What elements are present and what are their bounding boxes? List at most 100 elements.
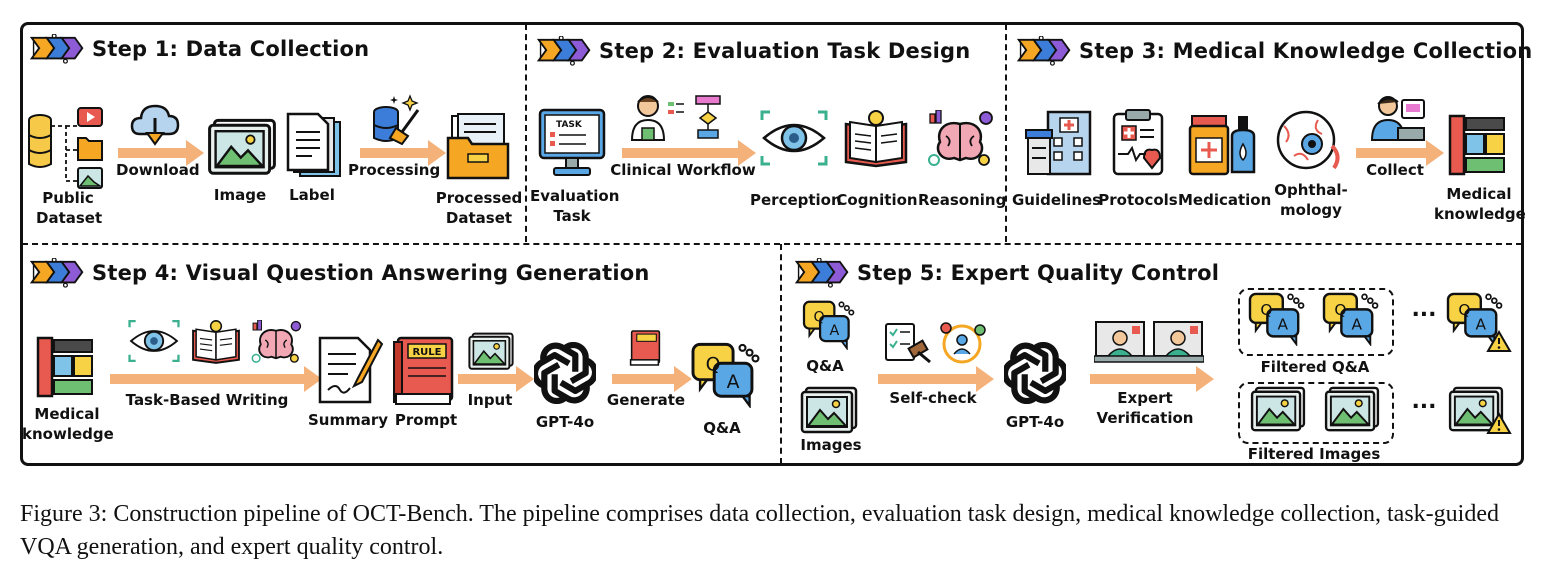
bubble-q-text: Q <box>1334 301 1346 319</box>
task-based-writing-label: Task-Based Writing <box>125 391 289 409</box>
download-label: Download <box>116 161 200 179</box>
step5-title: Step 5: Expert Quality Control <box>793 258 1219 288</box>
generate-label: Generate <box>606 391 686 409</box>
step3-title: Step 3: Medical Knowledge Collection <box>1015 36 1532 66</box>
warning-icon <box>1487 413 1511 434</box>
rulebook-icon <box>629 330 661 366</box>
bubble-a-text: A <box>1476 316 1487 334</box>
computer-task-icon: TASK <box>538 108 606 176</box>
input-images-icon <box>468 332 514 370</box>
divider-step1-step2 <box>525 24 527 242</box>
bubble-a-text: A <box>829 323 839 339</box>
guidelines-label: Guidelines <box>1012 191 1102 209</box>
clinician-workflow-icon <box>630 95 721 141</box>
image-icon <box>208 118 276 175</box>
medical-knowledge-label-step4: Medical knowledge <box>22 405 114 443</box>
step3-title-text: Step 3: Medical Knowledge Collection <box>1079 39 1533 63</box>
hospital-guidelines-icon <box>1025 110 1092 176</box>
step4-title-text: Step 4: Visual Question Answering Genera… <box>92 261 650 285</box>
images-stack-icon <box>800 386 858 434</box>
processed-dataset-label: Processed Dataset <box>435 189 523 227</box>
bubble-q-text: Q <box>814 309 825 325</box>
input-arrow <box>458 366 534 392</box>
reasoning-label: Reasoning <box>918 191 1007 209</box>
ophthalmology-label: Ophthal- mology <box>1274 181 1348 219</box>
pipeline-frame <box>20 22 1524 466</box>
cognition-book-icon <box>844 110 908 168</box>
cognition-book-icon <box>192 320 240 364</box>
database-icon <box>28 107 103 189</box>
gpt-logo-icon <box>534 342 596 404</box>
qa-bubble-icon: Q A <box>802 300 855 350</box>
step1-title: Step 1: Data Collection <box>28 34 369 64</box>
processing-label: Processing <box>348 161 441 179</box>
perception-label: Perception <box>750 191 842 209</box>
summary-label: Summary <box>308 411 389 429</box>
step5-title-text: Step 5: Expert Quality Control <box>857 261 1220 285</box>
processed-folder-icon <box>446 113 510 180</box>
processing-arrow <box>360 140 446 166</box>
qa-label: Q&A <box>703 419 741 437</box>
summary-document-icon <box>318 336 384 404</box>
step2-title: Step 2: Evaluation Task Design <box>535 36 970 66</box>
image-icon <box>1250 386 1306 432</box>
bubble-a-text: A <box>1278 316 1289 334</box>
self-check-label: Self-check <box>889 389 977 407</box>
ellipsis-images: ... <box>1411 389 1437 414</box>
cognition-label: Cognition <box>836 191 918 209</box>
step2-title-text: Step 2: Evaluation Task Design <box>599 39 971 63</box>
download-arrow <box>118 140 204 166</box>
qa-bubble-icon: Q A <box>691 342 760 408</box>
perception-eye-icon <box>760 110 828 166</box>
ellipsis-qa: ... <box>1411 297 1437 322</box>
gpt-label-step5: GPT-4o <box>1005 413 1065 431</box>
chevron-icon <box>537 36 591 66</box>
chevron-icon <box>795 258 849 288</box>
prompt-rulebook-icon: RULE <box>393 336 454 405</box>
expert-verification-label: Expert Verification <box>1096 389 1194 427</box>
image-icon <box>1324 386 1380 432</box>
clinical-workflow-arrow <box>622 140 756 166</box>
chevron-icon <box>30 258 84 288</box>
bubble-q-text: Q <box>1260 301 1272 319</box>
qa-bubble-icon: Q A <box>1248 292 1305 346</box>
filtered-images-box <box>1238 382 1394 444</box>
collect-arrow <box>1356 140 1444 166</box>
divider-step4-step5 <box>780 244 782 464</box>
medical-knowledge-icon <box>1448 114 1506 176</box>
filtered-images-label: Filtered Images <box>1247 445 1381 463</box>
expert-verification-icon <box>1094 321 1204 363</box>
chevron-icon <box>30 34 84 64</box>
label-label: Label <box>289 186 335 204</box>
eyeball-ophthalmology-icon <box>1276 110 1340 170</box>
medical-knowledge-icon <box>36 336 94 398</box>
bubble-a-text: A <box>727 372 740 393</box>
medication-icon <box>1188 115 1256 176</box>
rule-badge-text: RULE <box>412 347 441 358</box>
self-check-arrow <box>878 366 994 392</box>
generate-arrow <box>612 366 692 392</box>
expert-arrow <box>1090 366 1214 392</box>
divider-step2-step3 <box>1005 24 1007 242</box>
label-document-icon <box>286 112 341 177</box>
clinical-workflow-label: Clinical Workflow <box>610 161 756 179</box>
gpt-label: GPT-4o <box>535 413 595 431</box>
bubble-q-text: Q <box>706 354 721 375</box>
prompt-label: Prompt <box>394 411 458 429</box>
image-label: Image <box>213 186 267 204</box>
reasoning-brain-icon <box>927 110 994 167</box>
qa-bubble-icon: Q A <box>1446 292 1503 346</box>
collector-person-icon <box>1370 96 1425 141</box>
task-badge-text: TASK <box>556 120 583 130</box>
images-input-label: Images <box>800 436 862 454</box>
figure-caption: Figure 3: Construction pipeline of OCT-B… <box>20 501 1499 560</box>
qa-bubble-icon: Q A <box>1322 292 1379 346</box>
protocols-clipboard-icon <box>1112 109 1164 176</box>
gpt-logo-icon <box>1004 342 1066 404</box>
chevron-icon <box>1017 36 1071 66</box>
step4-title: Step 4: Visual Question Answering Genera… <box>28 258 650 288</box>
protocols-label: Protocols <box>1098 191 1178 209</box>
self-check-icon <box>885 322 986 364</box>
cloud-download-icon <box>130 104 180 146</box>
filtered-qa-label: Filtered Q&A <box>1260 358 1370 376</box>
